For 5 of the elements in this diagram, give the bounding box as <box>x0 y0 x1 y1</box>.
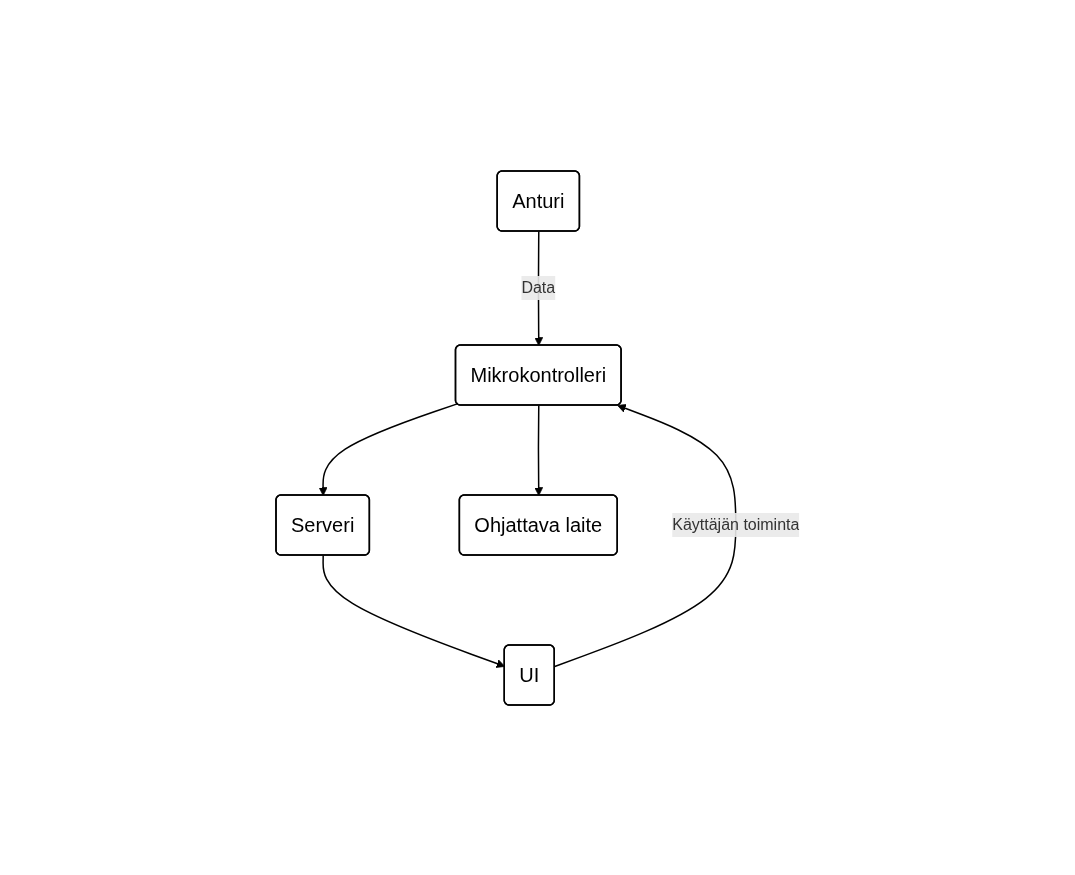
edge-label: Käyttäjän toiminta <box>672 515 800 533</box>
arrow <box>534 404 543 496</box>
arrow <box>318 402 458 496</box>
arrow <box>322 554 505 668</box>
edge-label: Data <box>521 278 555 296</box>
